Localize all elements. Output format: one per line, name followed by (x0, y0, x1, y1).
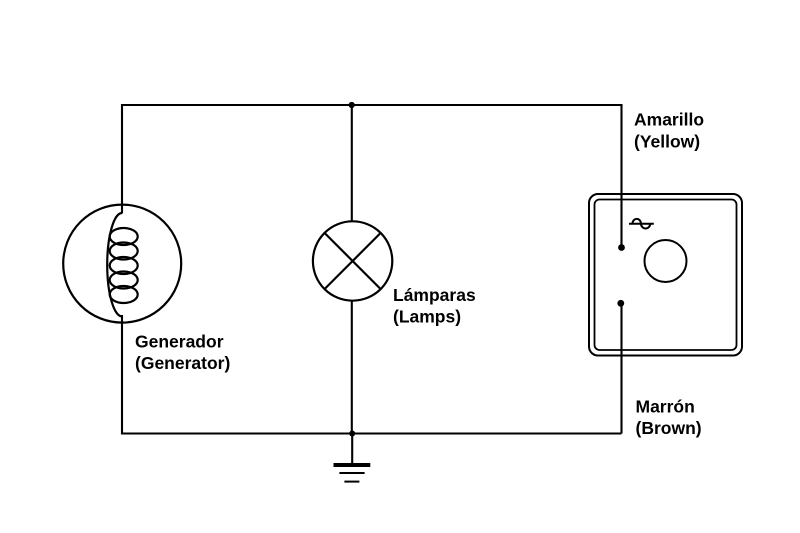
svg-text:(Generator): (Generator) (135, 353, 230, 373)
svg-text:Lámparas: Lámparas (393, 285, 476, 305)
svg-text:(Yellow): (Yellow) (634, 131, 700, 151)
svg-text:Marrón: Marrón (636, 397, 695, 417)
svg-text:(Lamps): (Lamps) (393, 307, 461, 327)
svg-text:Generador: Generador (135, 332, 224, 352)
svg-text:Amarillo: Amarillo (634, 109, 704, 129)
svg-text:(Brown): (Brown) (636, 418, 702, 438)
